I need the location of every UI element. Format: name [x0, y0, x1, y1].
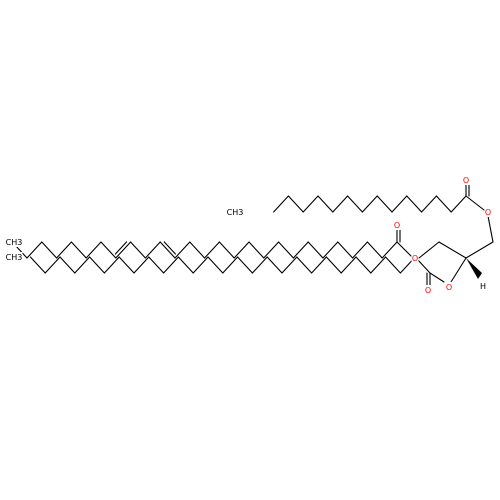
bottom-chain-bond — [44, 256, 61, 274]
carbonyl-oxygen-bottom-label: O — [425, 286, 431, 295]
ch3-middle-label: CH3 — [6, 238, 23, 247]
middle-chain-bond — [56, 241, 72, 259]
bottom-chain-bond — [118, 256, 135, 274]
ester-oxygen-bottom-label: O — [446, 283, 452, 292]
middle-chain-bond — [337, 241, 354, 259]
bottom-chain-bond — [192, 256, 209, 274]
bottom-chain-bond — [148, 256, 165, 274]
ester-bond — [396, 241, 412, 257]
bottom-chain-bond — [177, 256, 194, 274]
bottom-chain-bond — [59, 256, 76, 274]
bottom-chain-bond — [311, 256, 327, 274]
top-chain-bond — [435, 195, 452, 213]
top-chain-bond — [450, 195, 467, 213]
stereo-wedge-layer — [466, 258, 482, 279]
middle-chain-double-bond — [114, 241, 128, 255]
bottom-chain-bond — [163, 256, 179, 274]
bottom-chain-bond — [74, 256, 91, 274]
bottom-chain-bond — [266, 256, 283, 274]
glycerol-bond — [438, 241, 467, 259]
ester-oxygen-middle-label: O — [412, 254, 418, 263]
top-chain-bond — [376, 195, 393, 213]
bottom-chain-bond — [103, 256, 120, 274]
bottom-chain-bond — [89, 256, 105, 274]
ester-oxygen-bond — [450, 257, 467, 283]
middle-chain-bond — [130, 241, 146, 259]
ch3-top-label-backdrop — [226, 207, 244, 217]
middle-chain-bond — [381, 241, 398, 259]
top-chain-bond — [421, 195, 437, 213]
middle-chain-bond — [70, 241, 87, 259]
ester-oxygen-bottom-label-backdrop — [445, 282, 453, 292]
bottom-chain-bond — [29, 256, 46, 274]
bottom-chain-bond — [325, 256, 342, 274]
bottom-chain-bond — [251, 256, 268, 274]
middle-chain-double-bond — [163, 241, 176, 255]
middle-chain-bond — [366, 241, 383, 259]
middle-chain-bond — [85, 241, 102, 259]
middle-chain-bond — [278, 241, 294, 259]
stereo-hydrogen-label: H — [480, 282, 486, 291]
middle-chain-bond — [307, 241, 324, 259]
ester-oxygen-top-label-backdrop — [484, 207, 492, 217]
middle-chain-bond — [26, 241, 43, 259]
bottom-chain-bond — [222, 256, 239, 274]
top-chain-bond — [406, 195, 423, 213]
bottom-chain-bond — [296, 256, 313, 274]
bottom-chain-bond — [370, 256, 387, 274]
bottom-chain-bond — [133, 256, 150, 274]
bottom-chain-bond — [281, 256, 298, 274]
ch3-bottom-label: CH3 — [6, 253, 23, 262]
middle-chain-bond — [204, 241, 220, 259]
stereo-hydrogen-label-backdrop — [479, 281, 487, 291]
middle-chain-bond — [352, 241, 368, 259]
carbonyl-oxygen-top-label: O — [463, 176, 469, 185]
bottom-chain-bond — [340, 256, 357, 274]
ch3-middle-label-backdrop — [5, 237, 23, 247]
bottom-chain-bond — [355, 256, 372, 274]
top-chain-bond — [347, 195, 363, 213]
ester-oxygen-middle-label-backdrop — [411, 253, 419, 263]
middle-chain-bond — [233, 241, 250, 259]
bottom-chain-bond — [237, 256, 253, 274]
middle-chain-bond — [100, 241, 117, 259]
carbonyl-oxygen-bottom-label-backdrop — [424, 285, 432, 295]
middle-chain-bond — [174, 241, 191, 259]
middle-chain-bond — [263, 241, 280, 259]
middle-chain-bond — [115, 241, 132, 259]
ester-oxygen-bond — [418, 241, 440, 259]
ester-bond — [465, 195, 485, 211]
middle-chain-bond — [144, 241, 161, 259]
glycerol-bond — [465, 241, 494, 259]
bond-layer — [11, 182, 494, 288]
top-chain-bond — [361, 195, 378, 213]
top-chain-bond — [287, 195, 304, 213]
carbonyl-oxygen-middle-label: O — [394, 221, 400, 230]
top-chain-bond — [302, 195, 319, 213]
middle-chain-bond — [41, 241, 58, 259]
top-chain-bond — [317, 195, 334, 213]
top-chain-bond — [391, 195, 408, 213]
ch3-top-label: CH3 — [227, 208, 244, 217]
middle-chain-bond — [218, 241, 235, 259]
bottom-chain-bond — [385, 256, 401, 274]
ester-oxygen-top-label: O — [485, 208, 491, 217]
ester-bond — [429, 272, 445, 283]
ch3-bottom-label-backdrop — [5, 252, 23, 262]
carbonyl-oxygen-top-label-backdrop — [462, 175, 470, 185]
top-chain-bond — [332, 195, 349, 213]
middle-chain-bond — [292, 241, 309, 259]
middle-chain-bond — [248, 241, 265, 259]
middle-chain-bond — [189, 241, 206, 259]
middle-chain-bond — [322, 241, 339, 259]
top-chain-bond — [273, 195, 289, 213]
stereo-wedge-bond — [466, 258, 482, 279]
carbonyl-oxygen-middle-label-backdrop — [393, 220, 401, 230]
middle-chain-bond — [159, 241, 176, 259]
ester-oxygen-bond — [487, 215, 494, 243]
bottom-chain-bond — [207, 256, 224, 274]
